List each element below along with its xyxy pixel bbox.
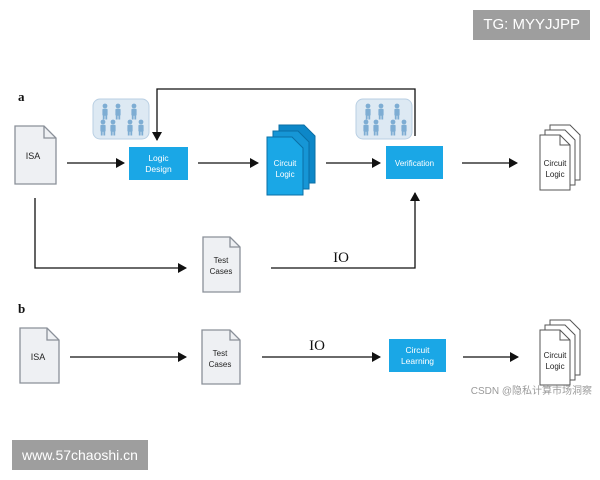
output-b-line2: Logic xyxy=(545,362,564,371)
test-cases-a-line1: Test xyxy=(214,256,229,265)
feedback-arrow xyxy=(152,88,416,141)
watermark-site: www.57chaoshi.cn xyxy=(12,440,148,470)
io-label-a: IO xyxy=(333,250,349,266)
test-cases-a-line2: Cases xyxy=(210,267,233,276)
output-b-line1: Circuit xyxy=(544,351,567,360)
verification-box: Verification xyxy=(386,146,443,179)
circuit-learning-line2: Learning xyxy=(401,356,434,366)
output-a-line2: Logic xyxy=(545,170,564,179)
isa-label-b: ISA xyxy=(31,352,46,362)
panel-label-a: a xyxy=(18,89,25,104)
isa-document-b: ISA xyxy=(19,327,60,384)
output-circuit-logic-a: Circuit Logic xyxy=(539,124,581,191)
designers-people-icon xyxy=(92,98,150,140)
circuit-learning-box: Circuit Learning xyxy=(389,339,446,372)
circuit-stack-line2: Logic xyxy=(275,170,294,179)
io-label-b: IO xyxy=(309,338,325,354)
arrow-isa-to-testcases xyxy=(34,198,187,273)
circuit-logic-stack: Circuit Logic xyxy=(266,124,316,196)
output-a-line1: Circuit xyxy=(544,159,567,168)
circuit-stack-line1: Circuit xyxy=(274,159,297,168)
test-cases-b-line1: Test xyxy=(213,349,228,358)
watermark-tg: TG: MYYJJPP xyxy=(473,10,590,40)
logic-design-line2: Design xyxy=(145,164,172,174)
test-cases-b-line2: Cases xyxy=(209,360,232,369)
logic-design-box: Logic Design xyxy=(129,147,188,180)
test-cases-document-a: Test Cases xyxy=(202,236,241,293)
panel-label-b: b xyxy=(18,301,25,316)
isa-document-a: ISA xyxy=(14,125,57,185)
logic-design-line1: Logic xyxy=(148,153,169,163)
watermark-csdn: CSDN @隐私计算市场洞察 xyxy=(470,386,592,397)
arrows-panel-a xyxy=(34,88,518,273)
test-cases-document-b: Test Cases xyxy=(201,329,241,385)
circuit-learning-line1: Circuit xyxy=(405,345,430,355)
arrow-testcases-to-verification xyxy=(271,192,420,269)
output-circuit-logic-b: Circuit Logic xyxy=(539,319,581,386)
verifiers-people-icon xyxy=(355,98,413,140)
verification-label: Verification xyxy=(395,159,434,168)
isa-label-a: ISA xyxy=(26,151,41,161)
